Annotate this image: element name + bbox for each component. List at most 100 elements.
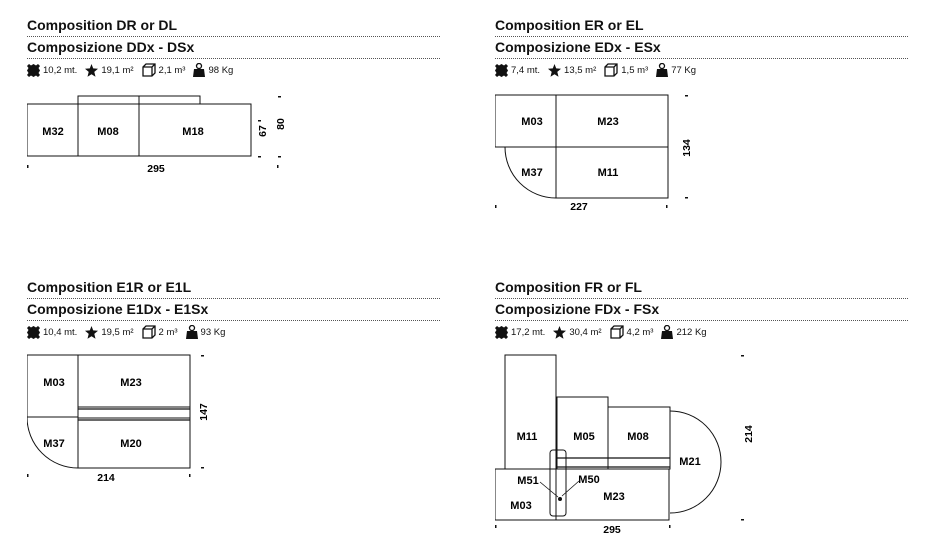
title-divider — [495, 298, 908, 299]
module-label: M23 — [597, 116, 618, 128]
subtitle-divider — [27, 58, 440, 59]
dimension-width: 227 — [570, 201, 588, 213]
spec-weight: 98 Kg — [193, 63, 233, 77]
module-label: M11 — [517, 431, 538, 443]
spec-surface: 13,5 m² — [548, 63, 596, 77]
module-m23 — [555, 468, 670, 521]
module-m11 — [555, 146, 669, 199]
star-icon — [553, 325, 567, 339]
weight-icon — [185, 325, 198, 339]
fabric-swatch-icon — [27, 63, 40, 77]
module-label: M37 — [43, 438, 64, 450]
spec-surface: 30,4 m² — [553, 325, 602, 339]
spec-row: 17,2 mt. 30,4 m² 4,2 m³ 212 Kg — [495, 325, 715, 339]
dimension-height: 80 — [275, 118, 287, 130]
box-icon — [609, 325, 624, 339]
subtitle-divider — [495, 320, 908, 321]
spec-row: 10,2 mt. 19,1 m² 2,1 m³ 98 Kg — [27, 63, 241, 77]
composition-subtitle: Composizione EDx - ESx — [495, 39, 661, 55]
spec-volume: 2,1 m³ — [141, 63, 185, 77]
composition-drawing: M32 M08 M18 295 67 80 — [26, 93, 327, 188]
leader-m51 — [539, 481, 559, 498]
dimension-depth: 134 — [681, 139, 693, 157]
module-m18 — [138, 103, 252, 157]
module-label: M08 — [627, 431, 648, 443]
module-back-right — [138, 95, 201, 105]
spec-length: 7,4 mt. — [495, 63, 540, 77]
module-label: M08 — [97, 126, 118, 138]
composition-title: Composition E1R or E1L — [27, 279, 192, 295]
star-icon — [548, 63, 562, 77]
weight-icon — [661, 325, 674, 339]
composition-title: Composition ER or EL — [495, 17, 644, 33]
composition-dr-panel: Composition DR or DL Composizione DDx - … — [26, 17, 440, 188]
dimension-ticks — [27, 96, 281, 168]
box-icon — [604, 63, 618, 77]
composition-title: Composition DR or DL — [27, 17, 178, 33]
module-label: M03 — [510, 500, 531, 512]
spec-length: 10,4 mt. — [27, 325, 77, 339]
composition-er-panel: Composition ER or EL Composizione EDx - … — [494, 17, 910, 217]
spec-surface: 19,1 m² — [85, 63, 134, 77]
module-label: M23 — [120, 377, 141, 389]
composition-drawing: M11 M05 M08 M21 M51 M50 M23 M03 295 214 — [494, 354, 765, 549]
module-label: M50 — [578, 474, 599, 486]
dimension-depth: 67 — [257, 125, 269, 137]
spec-volume: 1,5 m³ — [604, 63, 648, 77]
fabric-swatch-icon — [27, 325, 40, 339]
module-label: M23 — [603, 491, 624, 503]
subtitle-divider — [495, 58, 908, 59]
spec-weight: 212 Kg — [661, 325, 707, 339]
module-label: M32 — [42, 126, 63, 138]
star-icon — [85, 325, 99, 339]
module-label: M20 — [120, 438, 141, 450]
module-back-left — [77, 95, 140, 105]
module-label: M03 — [521, 116, 542, 128]
dimension-width: 295 — [147, 163, 165, 175]
module-m37 — [26, 416, 79, 469]
composition-fr-panel: Composition FR or FL Composizione FDx - … — [494, 279, 915, 549]
dimension-width: 214 — [97, 472, 115, 484]
module-label: M11 — [598, 167, 619, 179]
module-label: M18 — [182, 126, 203, 138]
fabric-swatch-icon — [495, 63, 508, 77]
module-label: M03 — [43, 377, 64, 389]
spec-weight: 77 Kg — [656, 63, 696, 77]
module-m11 — [504, 354, 557, 470]
composition-subtitle: Composizione DDx - DSx — [27, 39, 195, 55]
spec-length: 10,2 mt. — [27, 63, 77, 77]
title-divider — [27, 36, 440, 37]
dimension-depth: 214 — [743, 425, 755, 443]
weight-icon — [193, 63, 206, 77]
dimension-width: 295 — [603, 524, 621, 536]
spec-volume: 2 m³ — [141, 325, 178, 339]
module-m50 — [549, 449, 567, 517]
dimension-depth: 147 — [198, 403, 210, 421]
star-icon — [85, 63, 99, 77]
module-label: M21 — [679, 456, 700, 468]
spec-surface: 19,5 m² — [85, 325, 134, 339]
module-m20 — [77, 417, 191, 469]
fabric-swatch-icon — [495, 325, 508, 339]
spec-length: 17,2 mt. — [495, 325, 545, 339]
composition-drawing: M03 M23 M37 M11 227 134 — [494, 93, 715, 223]
module-label: M51 — [517, 475, 538, 487]
module-label: M05 — [573, 431, 594, 443]
spec-weight: 93 Kg — [185, 325, 225, 339]
module-m37 — [504, 146, 557, 199]
title-divider — [27, 298, 440, 299]
spec-row: 10,4 mt. 19,5 m² 2 m³ 93 Kg — [27, 325, 233, 339]
junction-point — [558, 497, 562, 501]
box-icon — [141, 63, 156, 77]
title-divider — [495, 36, 908, 37]
composition-title: Composition FR or FL — [495, 279, 642, 295]
composition-drawing: M03 M23 M37 M20 214 147 — [26, 354, 227, 494]
dimension-ticks — [495, 95, 688, 208]
subtitle-divider — [27, 320, 440, 321]
composition-e1r-panel: Composition E1R or E1L Composizione E1Dx… — [26, 279, 442, 489]
box-icon — [141, 325, 156, 339]
leader-m50 — [561, 480, 580, 497]
dimension-ticks — [27, 355, 204, 477]
weight-icon — [656, 63, 669, 77]
dimension-ticks — [495, 355, 744, 528]
